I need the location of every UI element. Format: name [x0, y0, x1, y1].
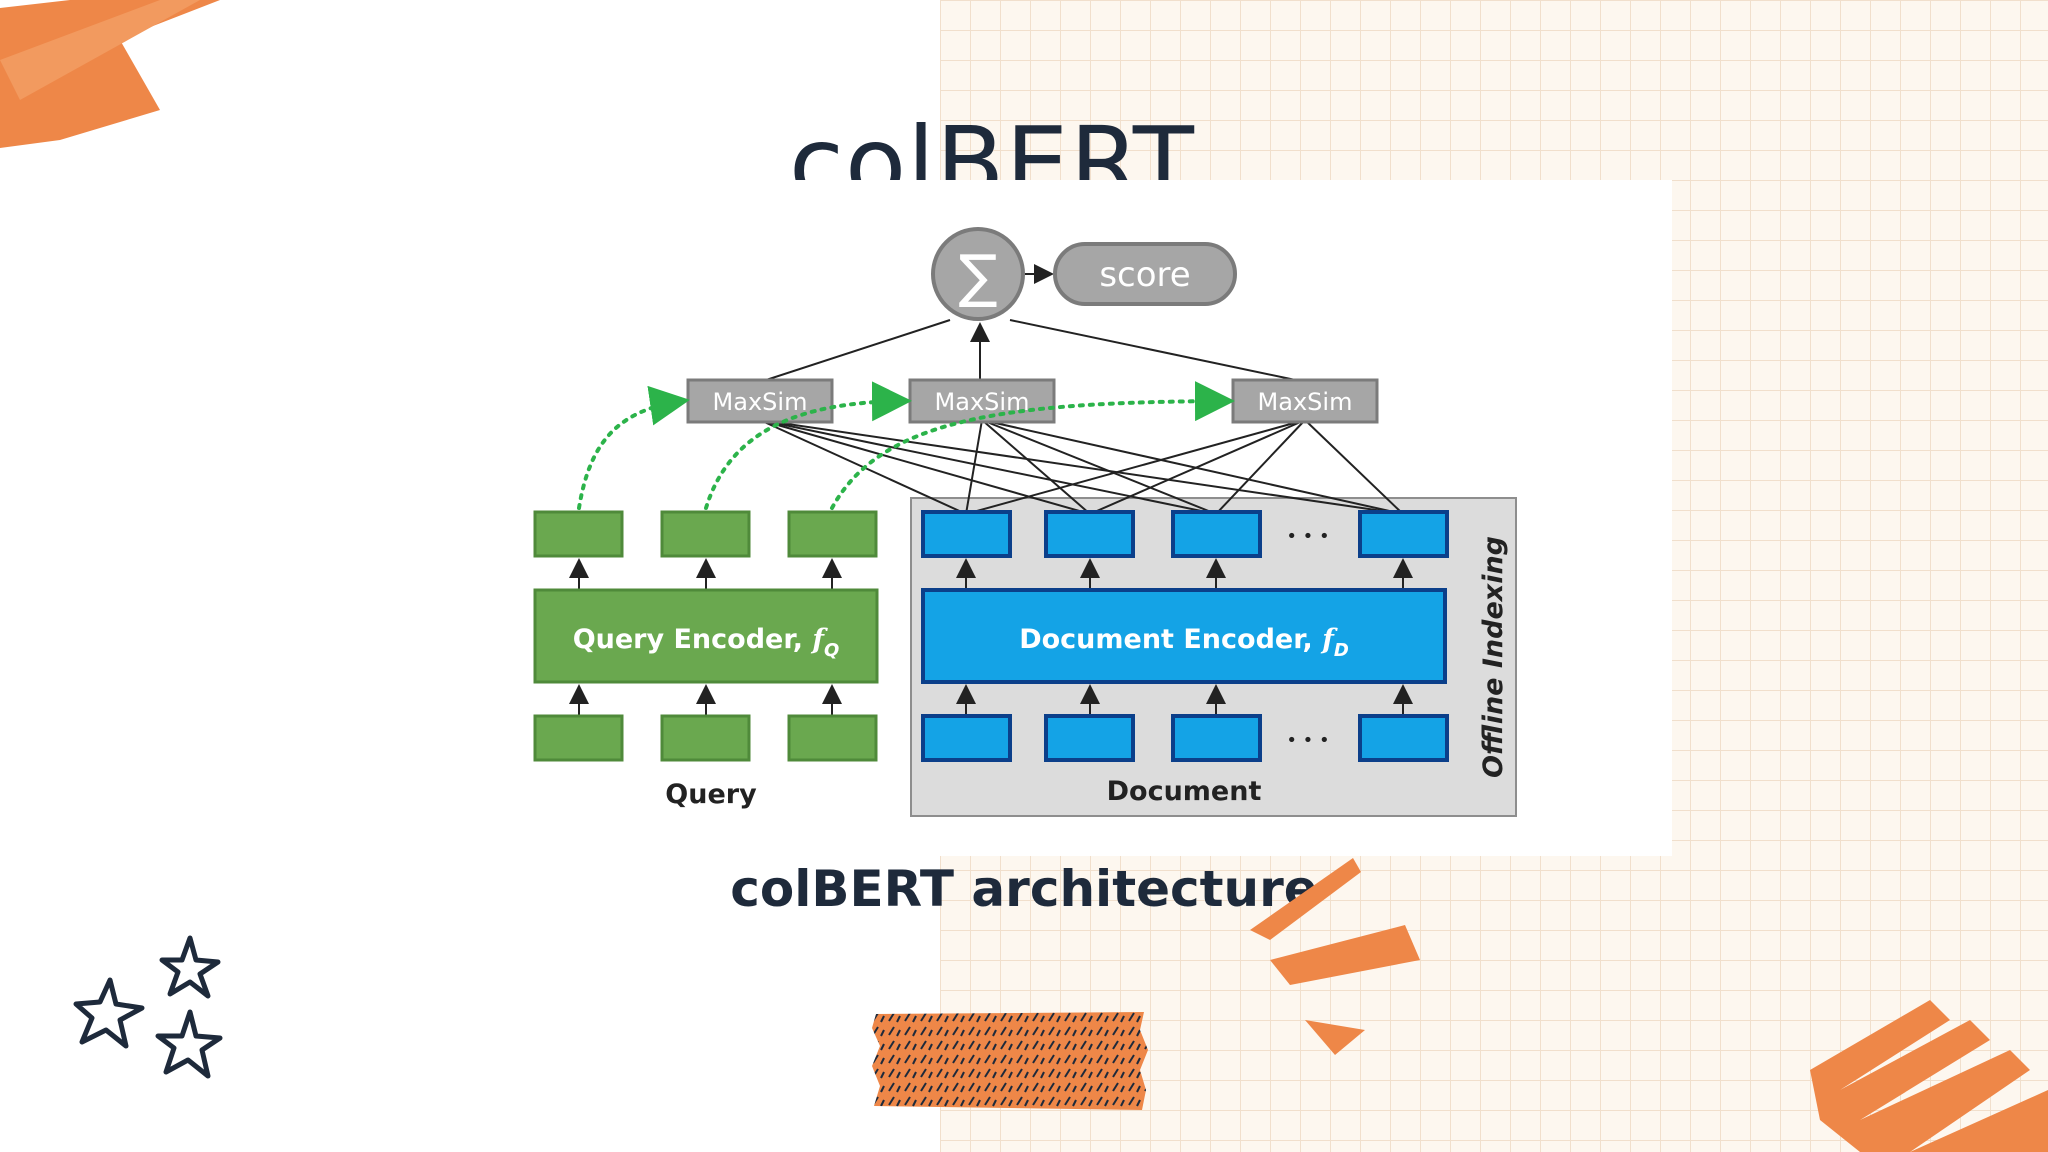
query-embedding-1	[533, 510, 624, 558]
maxsim-box-1	[686, 378, 834, 424]
query-to-maxsim-dotted-arrows	[577, 381, 1235, 510]
score-node	[1053, 242, 1237, 306]
query-token-1	[533, 714, 624, 762]
orange-brush-decoration-top-left	[0, 0, 220, 148]
diagram-caption: colBERT architecture	[730, 860, 1318, 918]
document-token-n	[1358, 714, 1449, 762]
maxsim-label-1: MaxSim	[713, 388, 808, 416]
document-embeddings-ellipsis: • • •	[1286, 526, 1329, 547]
sum-node	[931, 227, 1025, 321]
document-encoder-block	[921, 588, 1447, 684]
maxsim-label-2: MaxSim	[935, 388, 1030, 416]
patterned-tape-decoration	[872, 1012, 1148, 1110]
colbert-architecture-diagram: ∑ score MaxSim MaxSim MaxSim	[533, 227, 1517, 817]
document-label: Document	[1107, 776, 1262, 807]
orange-slash-decoration	[1250, 858, 1420, 1055]
query-embedding-3	[787, 510, 878, 558]
maxsim-box-3	[1231, 378, 1379, 424]
document-embedding-3	[1171, 510, 1262, 558]
document-token-3	[1171, 714, 1262, 762]
maxsim-to-sum-edges	[759, 319, 1306, 383]
document-embedding-n	[1358, 510, 1449, 558]
offline-indexing-label: Offline Indexing	[1478, 536, 1509, 778]
maxsim-to-document-edges	[759, 419, 1404, 515]
hand-drawn-stars-decoration	[73, 935, 223, 1079]
document-token-1	[921, 714, 1012, 762]
query-encoder-label: Query Encoder, fQ	[573, 624, 840, 661]
encoder-input-arrows	[569, 684, 1413, 716]
query-embedding-2	[660, 510, 751, 558]
maxsim-box-2	[908, 378, 1056, 424]
document-tokens-ellipsis: • • •	[1286, 730, 1329, 751]
document-embedding-2	[1044, 510, 1135, 558]
encoder-output-arrows	[569, 558, 1413, 590]
orange-scribble-decoration-bottom-right	[1810, 1000, 2048, 1152]
score-label: score	[1099, 255, 1190, 295]
query-token-2	[660, 714, 751, 762]
query-token-3	[787, 714, 878, 762]
document-encoder-label: Document Encoder, fD	[1019, 624, 1349, 661]
query-label: Query	[665, 779, 757, 810]
document-embedding-1	[921, 510, 1012, 558]
maxsim-label-3: MaxSim	[1258, 388, 1353, 416]
document-token-2	[1044, 714, 1135, 762]
sum-symbol: ∑	[958, 242, 997, 310]
query-encoder-block	[533, 588, 879, 684]
